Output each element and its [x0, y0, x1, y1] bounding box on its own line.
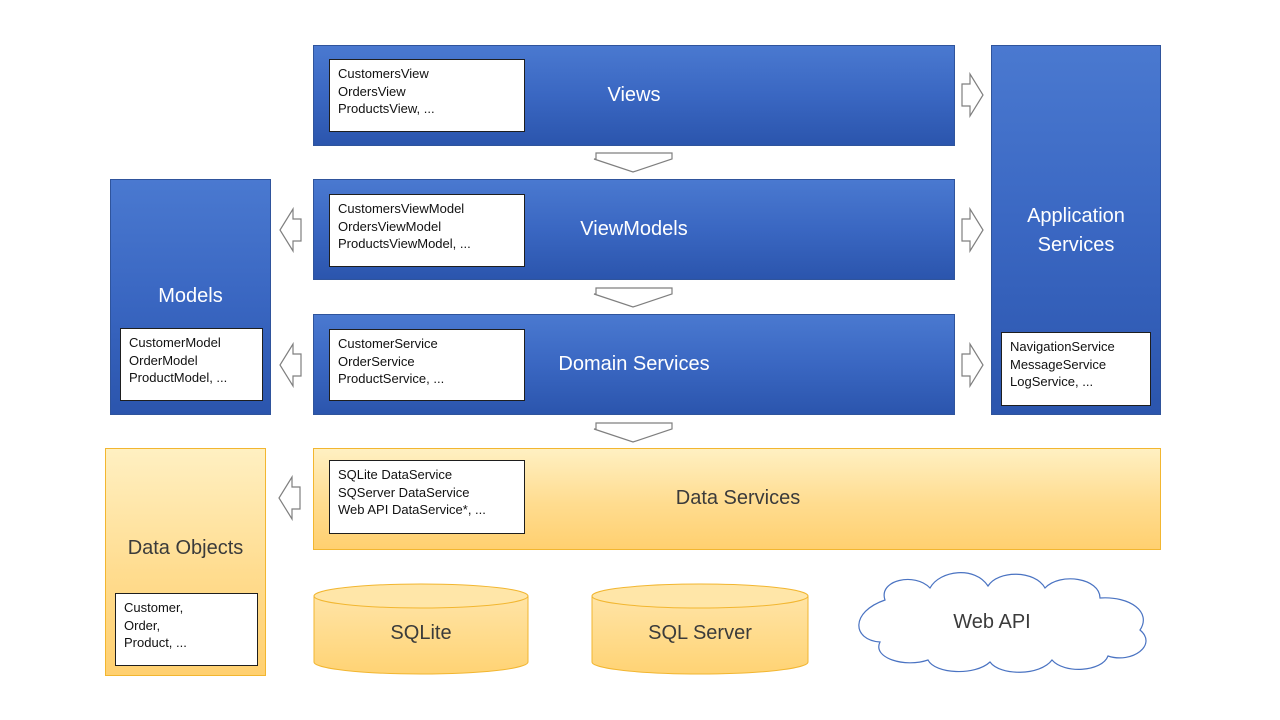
list-item: OrdersView [338, 83, 406, 99]
sql-server-label: SQL Server [648, 622, 752, 644]
list-item: CustomerService [338, 336, 438, 351]
list-item: SQServer DataService [338, 484, 470, 500]
domain-services-title: Domain Services [558, 353, 710, 375]
left-arrow-viewmodels-to-models [279, 206, 302, 254]
list-item: CustomersViewModel [338, 201, 465, 216]
web-api-cloud-icon [858, 572, 1147, 673]
views-title: Views [607, 84, 661, 106]
left-arrow-data-to-dataobjects [278, 474, 301, 522]
list-item: LogService, ... [1010, 374, 1094, 389]
data-services-list: SQLite DataService SQServer DataService … [329, 460, 525, 534]
viewmodels-title: ViewModels [580, 218, 688, 240]
viewmodels-list: CustomersViewModel OrdersViewModel Produ… [329, 194, 525, 267]
application-services-list: NavigationService MessageService LogServ… [1001, 332, 1151, 406]
models-list: CustomerModel OrderModel ProductModel, .… [120, 328, 263, 401]
application-services-title-line2: Services [1037, 234, 1115, 256]
list-item: Order, [124, 617, 161, 633]
sqlite-label: SQLite [390, 622, 452, 644]
views-list: CustomersView OrdersView ProductsView, .… [329, 59, 525, 132]
sqlite-database-icon [313, 583, 529, 675]
list-item: OrderModel [129, 352, 198, 368]
list-item: ProductsView, ... [338, 101, 435, 116]
sql-server-database-icon [591, 583, 809, 675]
models-title: Models [158, 285, 223, 307]
data-services-title: Data Services [675, 487, 801, 509]
right-arrow-domain-to-app [961, 341, 984, 389]
left-arrow-domain-to-models [279, 341, 302, 389]
application-services-title-line1: Application [1027, 205, 1125, 227]
list-item: ProductService, ... [338, 371, 445, 386]
down-arrow-domain-to-data [593, 422, 673, 443]
list-item: MessageService [1010, 356, 1107, 372]
list-item: Product, ... [124, 635, 187, 650]
data-objects-list: Customer, Order, Product, ... [115, 593, 258, 666]
list-item: CustomersView [338, 66, 429, 81]
down-arrow-viewmodels-to-domain [593, 287, 673, 308]
right-arrow-viewmodels-to-app [961, 206, 984, 254]
data-objects-title: Data Objects [127, 537, 244, 559]
list-item: CustomerModel [129, 335, 221, 350]
web-api-label: Web API [953, 611, 1031, 633]
list-item: Customer, [124, 600, 184, 615]
domain-services-list: CustomerService OrderService ProductServ… [329, 329, 525, 401]
right-arrow-views-to-app [961, 71, 984, 119]
list-item: SQLite DataService [338, 467, 453, 482]
list-item: OrdersViewModel [338, 218, 442, 234]
list-item: ProductsViewModel, ... [338, 236, 471, 251]
list-item: ProductModel, ... [129, 370, 228, 385]
down-arrow-views-to-viewmodels [593, 152, 673, 173]
list-item: OrderService [338, 353, 415, 369]
list-item: NavigationService [1010, 339, 1115, 354]
list-item: Web API DataService*, ... [338, 502, 486, 517]
